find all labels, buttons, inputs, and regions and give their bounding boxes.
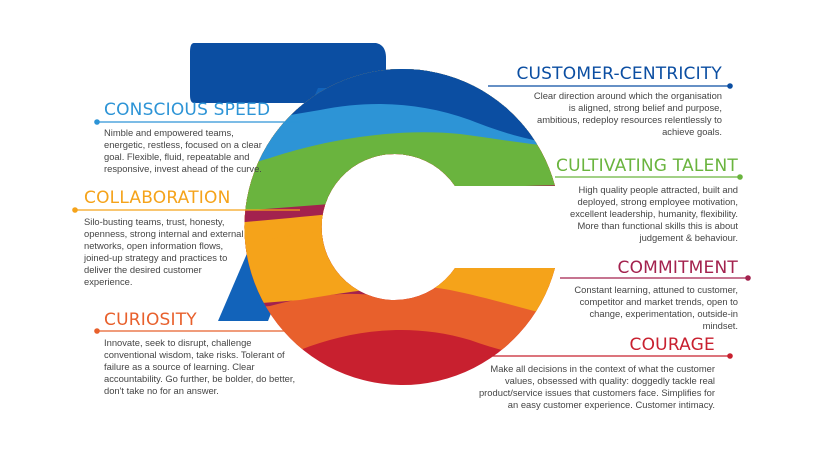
band-customer-centricity: [244, 69, 555, 150]
dot-curiosity: [94, 328, 100, 334]
block-courage: COURAGE Make all decisions in the contex…: [475, 335, 715, 411]
desc-cultivating-talent: High quality people attracted, built and…: [570, 184, 738, 244]
block-conscious-speed: CONSCIOUS SPEED Nimble and empowered tea…: [104, 100, 274, 175]
title-conscious-speed: CONSCIOUS SPEED: [104, 100, 271, 120]
dot-conscious-speed: [94, 119, 100, 125]
desc-conscious-speed: Nimble and empowered teams, energetic, r…: [104, 127, 262, 175]
desc-customer-centricity: Clear direction around which the organis…: [533, 90, 722, 138]
dot-customer-centricity: [727, 83, 733, 89]
title-curiosity: CURIOSITY: [104, 310, 197, 330]
title-cultivating-talent: CULTIVATING TALENT: [556, 156, 738, 176]
block-commitment: COMMITMENT Constant learning, attuned to…: [568, 258, 738, 332]
title-courage: COURAGE: [629, 335, 715, 355]
desc-commitment: Constant learning, attuned to customer, …: [574, 284, 738, 332]
dot-collaboration: [72, 207, 78, 213]
title-customer-centricity: CUSTOMER-CENTRICITY: [516, 64, 722, 84]
connectors: [72, 83, 751, 359]
title-commitment: COMMITMENT: [617, 258, 738, 278]
block-curiosity: CURIOSITY Innovate, seek to disrupt, cha…: [104, 310, 304, 397]
title-collaboration: COLLABORATION: [84, 188, 231, 208]
desc-courage: Make all decisions in the context of wha…: [478, 363, 715, 411]
dot-cultivating-talent: [737, 174, 743, 180]
dot-commitment: [745, 275, 751, 281]
desc-curiosity: Innovate, seek to disrupt, challenge con…: [104, 337, 296, 397]
desc-collaboration: Silo-busting teams, trust, honesty, open…: [84, 216, 244, 288]
block-customer-centricity: CUSTOMER-CENTRICITY Clear direction arou…: [472, 64, 722, 138]
block-cultivating-talent: CULTIVATING TALENT High quality people a…: [548, 156, 738, 244]
dot-courage: [727, 353, 733, 359]
block-collaboration: COLLABORATION Silo-busting teams, trust,…: [84, 188, 244, 289]
